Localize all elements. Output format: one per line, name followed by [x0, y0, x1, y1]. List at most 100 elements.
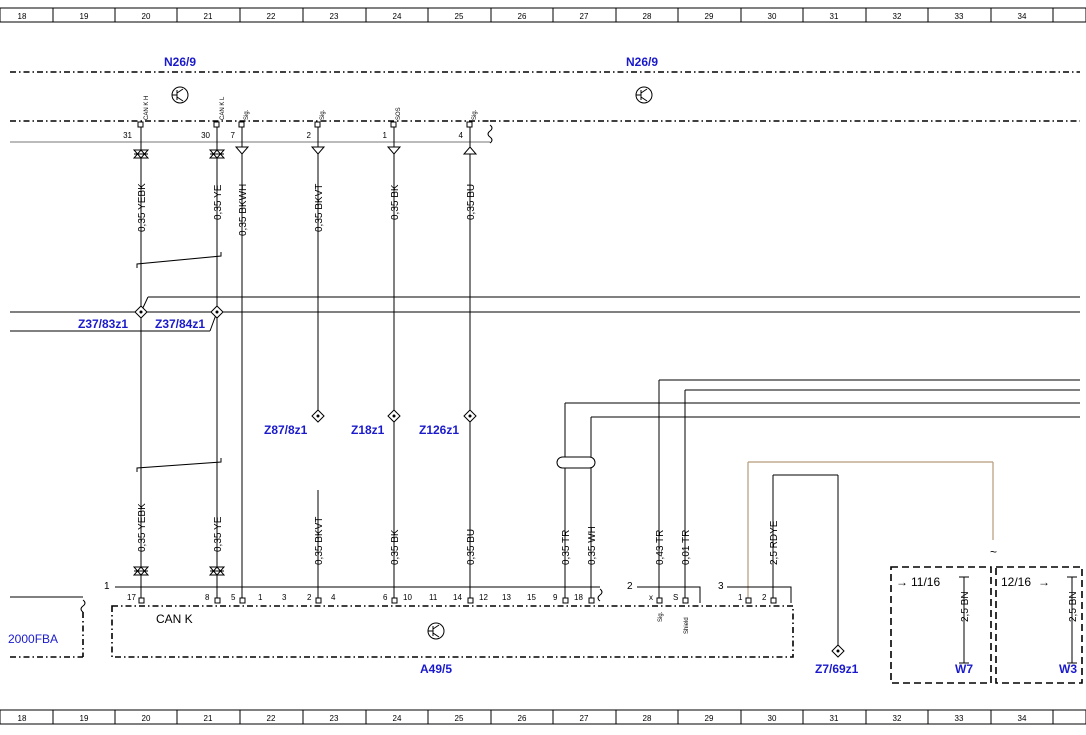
connector-2: 2 x S Sig. Shield [627, 581, 701, 634]
pin-number: 2 [762, 593, 767, 602]
grid-label: 29 [705, 714, 714, 723]
grid-label: 31 [830, 12, 839, 21]
pin-number: 14 [453, 593, 462, 602]
pin-number: 3 [282, 593, 287, 602]
wire-bu [462, 127, 478, 598]
wire-label: 0,35 BK [390, 184, 401, 220]
wire-label: 0,35 BU [466, 184, 477, 220]
splice-diamond [210, 305, 224, 319]
wire-ye [208, 127, 226, 598]
grid-label: 28 [643, 714, 652, 723]
grid-label: 28 [643, 12, 652, 21]
ref-arrow: → [1038, 575, 1050, 589]
splice-label: Z126z1 [419, 423, 459, 437]
wire-rdye [772, 474, 845, 658]
wire-bkvt [310, 127, 326, 598]
wire-tan [747, 461, 994, 598]
grid-label: 29 [705, 12, 714, 21]
wire-label: 0,35 YEBK [137, 503, 148, 552]
cross-ref: 11/16 [911, 575, 940, 589]
grid-label: 25 [455, 12, 464, 21]
top-pin-1: SOS 1 [383, 107, 402, 140]
grid-label: 19 [80, 714, 89, 723]
transistor-icon [635, 86, 653, 104]
pin-number: 30 [201, 131, 210, 140]
wire-label: 0,35 YE [213, 184, 224, 220]
grid-label: 31 [830, 714, 839, 723]
pin-tag: SOS [396, 107, 402, 120]
top-pin-31: CAN K H 31 [123, 96, 150, 140]
ground-box-w3: 12/16 → 2,5 BN W3 [995, 566, 1083, 684]
splice-label: Z37/83z1 [78, 317, 128, 331]
grid-bottom: 18 19 20 21 22 23 24 25 26 27 28 29 30 3… [0, 709, 1086, 725]
wire-label: 0,35 TR [561, 530, 572, 565]
pin-number: 2 [307, 593, 312, 602]
cross-ref: 12/16 [1001, 575, 1031, 589]
grid-label: 23 [330, 12, 339, 21]
module-label: A49/5 [420, 662, 452, 676]
grid-label: 33 [955, 714, 964, 723]
top-pin-4: Sig. 4 [459, 109, 478, 140]
grid-label: 25 [455, 714, 464, 723]
pin-tag: Sig. [320, 109, 326, 120]
pin-tag: CAN K H [144, 96, 150, 120]
pin-number: S [673, 593, 678, 602]
wire-label: 0,35 BKVT [314, 517, 325, 565]
pin-number: 1 [738, 593, 743, 602]
wire-label: 0,35 BU [466, 529, 477, 565]
wire-label: 0,35 BK [390, 529, 401, 565]
pin-number: 15 [527, 593, 536, 602]
splice-diamond [311, 409, 325, 423]
wire-label: 2,5 BN [960, 591, 971, 622]
wire-label: 0,35 YEBK [137, 183, 148, 232]
wire-label: 2,5 BN [1068, 591, 1079, 622]
pin-number: 8 [205, 593, 210, 602]
module-label: N26/9 [626, 55, 658, 69]
pin-tag: CAN K L [220, 96, 226, 120]
connector-number: 3 [718, 581, 724, 592]
grid-label: 30 [768, 12, 777, 21]
grid-label: 34 [1018, 12, 1027, 21]
pin-number: 6 [383, 593, 388, 602]
module-label: 2000FBA [8, 632, 58, 646]
twisted-pair-marker [136, 458, 222, 472]
pin-number: 4 [459, 131, 464, 140]
connector-1: 1 17 8 5 1 3 2 4 6 10 11 14 12 13 15 9 1… [104, 581, 603, 604]
pin-tag: Sig. [472, 109, 478, 120]
wire-label: 2,5 RDYE [769, 520, 780, 565]
module-a49-5: CAN K A49/5 [111, 605, 794, 676]
pin-number: 1 [383, 131, 388, 140]
pin-number: 9 [553, 593, 558, 602]
pin-number: 12 [479, 593, 488, 602]
wire-label: 0,43 TR [655, 530, 666, 565]
pin-number: 31 [123, 131, 132, 140]
splice-diamond [134, 305, 148, 319]
pin-tag: Shield [684, 617, 690, 634]
top-pin-2: Sig. 2 [307, 109, 326, 140]
wire-yebk [132, 127, 150, 598]
wire-shield-pair [658, 379, 1080, 598]
ground-label: W3 [1059, 662, 1077, 676]
module-label: N26/9 [164, 55, 196, 69]
grid-label: 24 [393, 714, 402, 723]
grid-label: 20 [142, 714, 151, 723]
splice-label: Z18z1 [351, 423, 385, 437]
ref-arrow: → [896, 575, 908, 589]
grid-label: 26 [518, 12, 527, 21]
twisted-pair-marker [136, 252, 222, 268]
pin-tag: Sig. [244, 109, 250, 120]
wire-tr-wh-pair [556, 402, 1080, 598]
pin-number: 4 [331, 593, 336, 602]
splice-label: Z7/69z1 [815, 662, 859, 676]
grid-label: 21 [204, 12, 213, 21]
wire-label: 0,35 YE [213, 516, 224, 552]
pin-tag: Sig. [658, 611, 664, 622]
grid-label: 34 [1018, 714, 1027, 723]
grid-label: 22 [267, 12, 276, 21]
grid-label: 27 [580, 12, 589, 21]
pin-number: 13 [502, 593, 511, 602]
grid-label: 32 [893, 714, 902, 723]
connector-3: 3 1 2 [718, 581, 792, 604]
grid-label: 26 [518, 714, 527, 723]
grid-top: 18 19 20 21 22 23 24 25 26 27 28 29 30 3… [0, 7, 1086, 23]
